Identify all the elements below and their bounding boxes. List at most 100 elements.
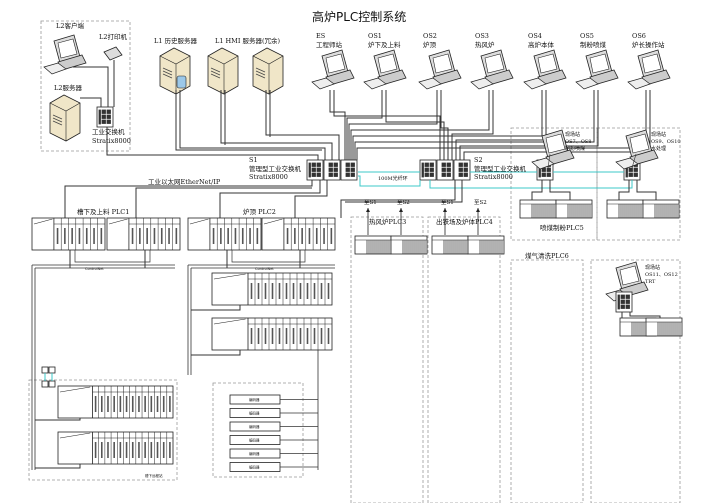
l2-server-icon [49,94,81,142]
io-module-label [175,228,178,244]
encoder-label: 编码器 [249,411,260,416]
station-name: 炉下及上料 [368,40,401,49]
screen-icon [57,38,78,59]
connection-line [356,90,647,160]
switch-port [328,167,333,172]
switch-port [424,162,429,167]
io-module-label [285,328,288,344]
connection-line [106,127,319,160]
io-module-label [162,396,165,412]
io-module-label [241,228,244,244]
switch-port [333,172,338,177]
printer-icon [103,46,123,61]
switch-port [350,167,355,172]
io-module-label [299,328,302,344]
ethernet-label: 工业以太网EtherNet/IP [148,177,221,186]
keyboard-icon [43,62,67,75]
io-module-label [144,442,146,458]
switch-port [106,119,111,124]
switch-port [345,167,350,172]
io-module-label [153,228,156,244]
fs1-line2: OS7、OS8 [565,139,591,145]
io-module-label [220,228,222,244]
io-module-label [327,328,330,344]
switch-port [625,299,630,304]
plc2-label: 炉顶 PLC2 [243,207,276,216]
switch-port [316,162,321,167]
switch-port [458,172,463,177]
switch-port [633,172,638,177]
encoder-label: 编码器 [249,451,260,456]
plc4-label: 出铁场及炉体PLC4 [436,217,493,226]
keyboard-icon [311,77,335,90]
station-id: OS3 [475,32,489,40]
switch-port [620,294,625,299]
screen-icon [377,53,398,74]
l2-printer-label: L2打印机 [99,32,127,41]
switch-port [350,172,355,177]
io-module-label [119,396,122,412]
plc6-label: 煤气清洗PLC6 [525,251,569,260]
fiber-converter-icon [48,366,56,374]
fs1-station-icon [531,129,575,170]
redundancy-link [231,250,306,263]
io-module-label [150,396,153,412]
plc3-to-s2: 至S2 [397,199,410,206]
connection-line [354,90,595,160]
switch-port [328,172,333,177]
connection-line [629,312,661,318]
switch-port [441,167,446,172]
l2-switch-label: 工业交换机 [92,127,125,136]
switch-port [311,172,316,177]
connection-line [350,90,490,160]
io-module-label [131,442,134,458]
io-module-label [323,228,325,244]
rack-divider [59,432,91,439]
encoder-label: 编码器 [249,424,260,429]
io-module-label [131,396,134,412]
keyboard-icon [575,77,599,90]
io-module-label [278,328,281,344]
switch-port [429,162,434,167]
l2-client-icon [43,34,87,75]
plc6-boundary [510,259,584,503]
connection-line [549,180,571,200]
io-module-label [156,442,159,458]
arrow-head-icon [443,208,447,212]
connection-line [451,90,494,160]
station-os2-icon [418,49,462,90]
switch-port [429,167,434,172]
plc3-boundary [350,216,424,503]
io-module-label [264,328,267,344]
fs2-line1: 现场站 [651,131,666,138]
switch-port [541,172,546,177]
drive-slot [210,67,221,73]
fs1-line3: 制粉喷煤 [565,145,585,152]
connection-line [618,180,630,200]
connection-line [531,180,543,200]
switch-port [441,162,446,167]
switch-port [463,162,468,167]
encoder-label: 编码器 [249,397,260,402]
switch-port [541,167,546,172]
station-es-icon [311,49,355,90]
io-module-label [271,328,274,344]
io-module-label [250,328,253,344]
io-module-label [227,228,229,244]
connection-line [329,90,346,160]
connection-line [35,418,81,421]
l2-server-label: L2服务器 [54,83,82,92]
connection-line [440,90,449,160]
io-module-label [320,283,323,299]
l2-switch-model: Stratix8000 [92,137,131,145]
io-module-label [56,228,59,244]
drive-slot [52,114,63,120]
connection-line [340,180,456,218]
connection-line [345,180,463,203]
io-module-label [330,228,333,244]
l1-history-server-icon [159,47,191,95]
fs3-line2: OS11、OS12 [645,272,678,278]
io-module-label [107,442,109,458]
io-module-label [250,283,253,299]
io-module-label [271,283,274,299]
